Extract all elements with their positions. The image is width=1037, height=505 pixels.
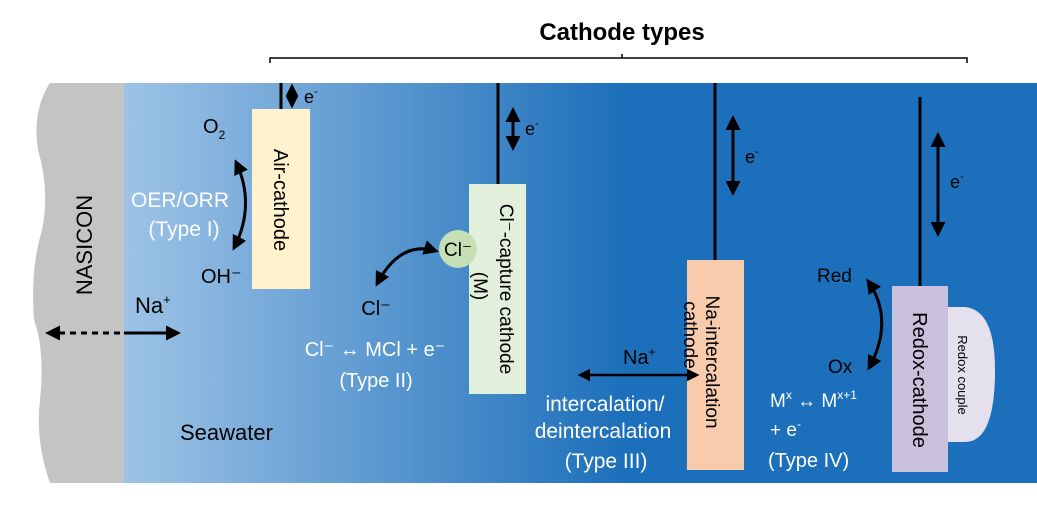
type1-label: (Type I) xyxy=(148,218,219,241)
air-cathode xyxy=(252,109,310,289)
na-cathode-label-1: Na-intercalation xyxy=(701,295,722,428)
na-cathode-label-2: cathode xyxy=(679,301,700,369)
type2-reaction: Cl⁻ ↔ MCl + e⁻ xyxy=(305,339,446,361)
cl-ion-label: Cl⁻ xyxy=(361,298,390,320)
title-bracket xyxy=(269,54,968,63)
na-ion-label: Na+ xyxy=(135,292,171,318)
na-intercalation-cathode xyxy=(687,260,744,470)
air-cathode-label: Air-cathode xyxy=(269,149,291,251)
type1-electron-label: e- xyxy=(304,86,318,107)
type2-electron-label: e- xyxy=(525,118,539,139)
nasicon-label: NASICON xyxy=(72,195,97,295)
o2-label: O2 xyxy=(203,116,226,142)
type3-electron-label: e- xyxy=(745,146,759,167)
title: Cathode types xyxy=(539,19,704,46)
type3-label: (Type III) xyxy=(565,450,648,473)
cl-capture-arrow xyxy=(375,240,439,287)
redox-couple xyxy=(947,307,995,442)
cl-capture-cathode xyxy=(469,184,526,394)
cl-bubble xyxy=(439,230,477,268)
redox-cathode xyxy=(892,286,948,472)
redox-couple-label: Redox couple xyxy=(955,335,970,415)
redox-cathode-label: Redox-cathode xyxy=(908,312,930,448)
type4-electron-label: e- xyxy=(950,171,964,192)
red-label: Red xyxy=(817,266,852,287)
cl-cathode-material: (M) xyxy=(469,272,490,300)
type4-reaction: Mx ↔ Mx+1 xyxy=(770,388,857,412)
seawater-label: Seawater xyxy=(180,420,273,445)
oh-label: OH⁻ xyxy=(201,266,242,288)
type3-mech-2: deintercalation xyxy=(535,420,672,443)
type4-label: (Type IV) xyxy=(768,450,849,472)
nasicon-membrane xyxy=(33,83,124,483)
type3-na-label: Na+ xyxy=(623,345,656,369)
redox-arrow xyxy=(866,278,884,371)
type4-reaction-2: + e- xyxy=(770,417,801,441)
oer-orr-arrow xyxy=(232,159,248,251)
cl-cathode-label: Cl⁻-capture cathode xyxy=(495,204,516,375)
ox-label: Ox xyxy=(828,357,853,378)
type2-label: (Type II) xyxy=(339,370,412,392)
oer-orr-label: OER/ORR xyxy=(131,189,229,212)
type3-mech-1: intercalation/ xyxy=(545,393,664,416)
cl-bubble-label: Cl⁻ xyxy=(444,240,472,261)
